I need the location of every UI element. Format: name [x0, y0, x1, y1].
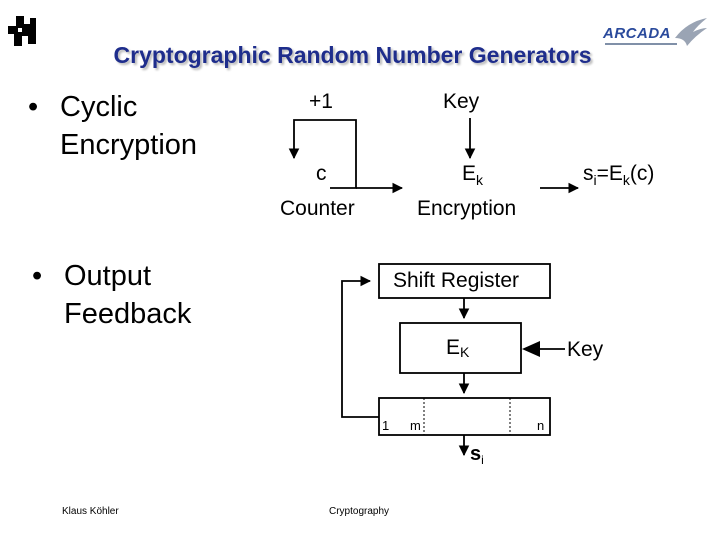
output-formula: si=Ek(c) — [583, 162, 654, 188]
arcada-logo: ARCADA — [603, 16, 709, 50]
bullet-line-2: Feedback — [64, 298, 192, 330]
arcada-logo-tagline-rule — [605, 43, 677, 45]
university-emblem-icon — [8, 16, 36, 46]
output-equals-e: =E — [596, 162, 623, 185]
ek-subscript: K — [460, 344, 470, 360]
key-label: Key — [443, 90, 480, 113]
ofb-output-label: si — [470, 443, 484, 467]
ek-label: EK — [446, 336, 469, 360]
ofb-output-subscript: i — [481, 453, 484, 467]
encryption-symbol: E — [462, 162, 477, 185]
register-cell-first: 1 — [382, 418, 390, 433]
ek-box — [399, 322, 522, 374]
encryption-label: Encryption — [417, 197, 517, 220]
counter-value: c — [316, 162, 327, 185]
ofb-output-s: s — [470, 443, 482, 465]
arcada-bird-logo-icon — [675, 18, 707, 46]
encryption-function: Ek — [462, 162, 483, 188]
counter-feedback-loop — [293, 119, 357, 189]
register-cell-m: m — [410, 418, 421, 433]
output-s: s — [583, 162, 594, 185]
bullet-line-1: Cyclic — [60, 91, 138, 123]
counter-label: Counter — [280, 197, 355, 220]
bullet-line-2: Encryption — [60, 129, 198, 161]
register-cell-n: n — [537, 418, 545, 433]
key-arrow-head — [522, 341, 540, 357]
output-e-subscript: k — [622, 172, 630, 188]
shift-register-box — [378, 263, 551, 299]
footer-author: Klaus Köhler — [62, 506, 119, 517]
output-argument: (c) — [629, 162, 655, 185]
feedback-loop — [341, 275, 379, 418]
bullet-line-1: Output — [64, 260, 152, 292]
slide-title: Cryptographic Random Number Generators — [113, 42, 592, 68]
ofb-key-label: Key — [567, 338, 604, 361]
bullet-mark: • — [32, 260, 43, 292]
bullet-mark: • — [28, 91, 39, 123]
ek-symbol: E — [446, 336, 461, 359]
output-register-box — [378, 397, 551, 436]
arcada-logo-text: ARCADA — [603, 25, 671, 42]
encryption-subscript: k — [476, 172, 484, 188]
footer-course: Cryptography — [329, 506, 390, 517]
shift-register-label: Shift Register — [393, 269, 520, 292]
output-s-subscript: i — [593, 172, 597, 188]
increment-label: +1 — [309, 90, 333, 113]
